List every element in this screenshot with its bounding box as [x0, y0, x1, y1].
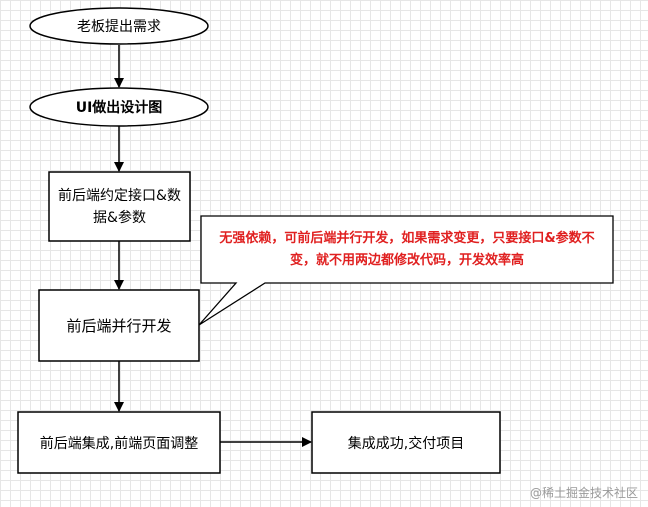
node-boss-request-shape [29, 7, 209, 45]
node-agree-interface: 前后端约定接口&数据&参数 [58, 187, 181, 226]
node-boss-request: 老板提出需求 [77, 19, 161, 35]
callout-bubble [198, 215, 614, 326]
callout-text: 无强依赖，可前后端并行开发，如果需求变更，只要接口&参数不 变，就不用两边都修改… [219, 230, 595, 268]
node-ui-design: UI做出设计图 [75, 100, 163, 116]
watermark: @稀土掘金技术社区 [529, 486, 638, 500]
node-delivery-shape [311, 411, 501, 474]
node-parallel-dev: 前后端并行开发 [66, 317, 172, 335]
node-integration: 前后端集成,前端页面调整 [39, 435, 199, 452]
node-parallel-dev-shape [38, 289, 200, 362]
node-delivery: 集成成功,交付项目 [347, 435, 465, 452]
